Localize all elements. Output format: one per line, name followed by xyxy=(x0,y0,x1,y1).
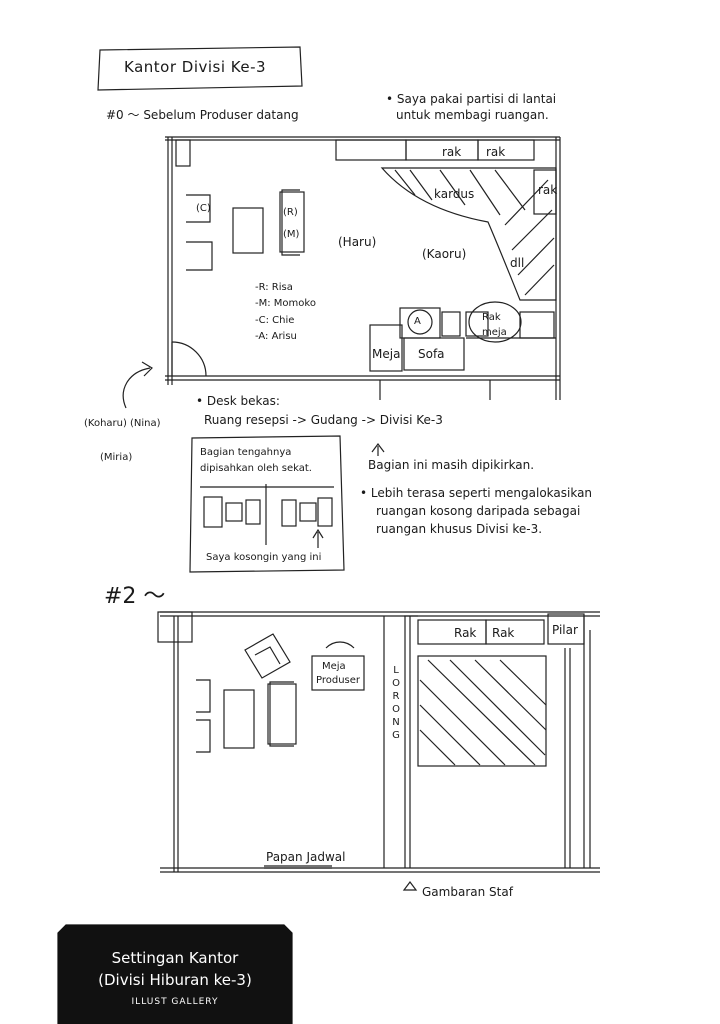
label-a: A xyxy=(414,316,421,327)
legend-c: -C: Chie xyxy=(255,315,295,326)
inset-text-line2: dipisahkan oleh sekat. xyxy=(200,463,312,474)
label-m: (M) xyxy=(283,229,300,240)
legend-a: -A: Arisu xyxy=(255,331,297,342)
label-pilar: Pilar xyxy=(552,623,578,637)
plan0-kardus-hatch xyxy=(380,167,557,301)
label-gambaran-staf: Gambaran Staf xyxy=(422,885,513,899)
label-sofa: Sofa xyxy=(418,347,445,361)
title-box-outline xyxy=(97,46,303,91)
plan2-hatch xyxy=(417,655,547,767)
plan0-desks xyxy=(186,189,305,271)
label-rak-3: rak xyxy=(538,183,558,197)
gambaran-staf-marker xyxy=(402,881,418,891)
label-nina: (Nina) xyxy=(130,418,161,429)
label-koharu: (Koharu) xyxy=(84,418,127,429)
desk-note-line2: Ruang resepsi -> Gudang -> Divisi Ke-3 xyxy=(204,413,443,427)
footer-line1: Settingan Kantor xyxy=(111,949,239,967)
plan2-heading: #2 ～ xyxy=(104,584,166,609)
label-meja: Meja xyxy=(372,347,401,361)
plan2-label-rak-2: Rak xyxy=(492,626,515,640)
label-rak-meja-1: Rak xyxy=(482,312,501,323)
footer-panel: Settingan Kantor (Divisi Hiburan ke-3) I… xyxy=(58,925,292,1024)
legend-r: -R: Risa xyxy=(255,282,293,293)
plan0-door xyxy=(171,341,207,377)
legend-m: -M: Momoko xyxy=(255,298,316,309)
label-rak-2: rak xyxy=(486,145,506,159)
label-rak-1: rak xyxy=(442,145,462,159)
note-partition-line2: untuk membagi ruangan. xyxy=(396,108,549,122)
plan2-shelves xyxy=(417,619,545,645)
label-miria: (Miria) xyxy=(100,452,133,463)
label-kaoru: (Kaoru) xyxy=(422,247,467,261)
inset-box-outline xyxy=(189,435,345,573)
footer-line2: (Divisi Hiburan ke-3) xyxy=(98,971,252,989)
plan2-walls xyxy=(157,611,600,873)
label-kardus: kardus xyxy=(434,187,475,201)
desk-note-line1: • Desk bekas: xyxy=(196,394,280,408)
meja-produser-line2: Produser xyxy=(316,675,361,686)
label-haru: (Haru) xyxy=(338,235,377,249)
alloc-note-line1: • Lebih terasa seperti mengalokasikan xyxy=(360,486,593,500)
inset-text-line1: Bagian tengahnya xyxy=(200,447,292,458)
label-rak-meja-2: meja xyxy=(482,327,507,338)
arrow-into-room xyxy=(122,367,151,409)
undecided-note: Bagian ini masih dipikirkan. xyxy=(368,458,535,472)
label-dll: dll xyxy=(510,256,525,270)
plan2-furniture xyxy=(196,633,365,869)
inset-text-line3: Saya kosongin yang ini xyxy=(206,552,322,563)
footer-corner xyxy=(57,924,293,1024)
label-lorong: L O R O N G xyxy=(392,665,400,741)
page-title: Kantor Divisi Ke-3 xyxy=(124,58,267,76)
plan0-walls xyxy=(165,136,561,400)
plan0-bottom-furniture xyxy=(369,301,556,372)
label-c: (C) xyxy=(196,203,211,214)
meja-produser-line1: Meja xyxy=(322,661,346,672)
plan0-heading: #0 ～ Sebelum Produser datang xyxy=(106,108,299,122)
note-partition-line1: • Saya pakai partisi di lantai xyxy=(386,92,557,106)
arrow-up-undecided xyxy=(371,443,385,456)
label-papan-jadwal: Papan Jadwal xyxy=(266,850,346,864)
alloc-note-line3: ruangan khusus Divisi ke-3. xyxy=(376,522,543,536)
label-r: (R) xyxy=(283,207,298,218)
plan2-label-rak-1: Rak xyxy=(454,626,477,640)
footer-line3: ILLUST GALLERY xyxy=(131,997,219,1007)
alloc-note-line2: ruangan kosong daripada sebagai xyxy=(376,504,581,518)
